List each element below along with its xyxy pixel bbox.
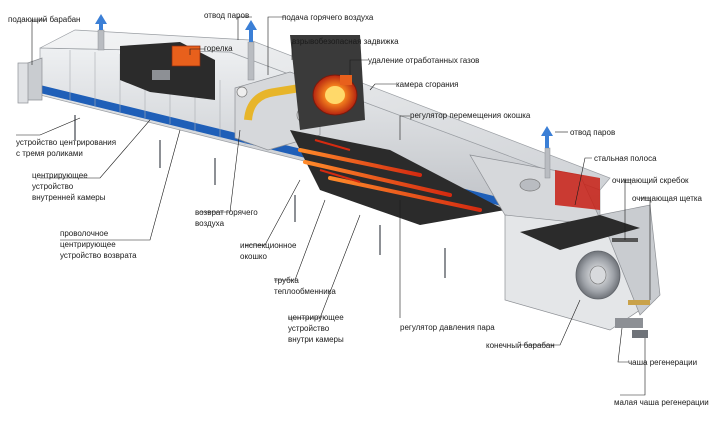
label-brush: очищающая щетка [632,194,702,203]
window-regulator-housing [469,126,606,231]
steam-arrow-right-icon [541,126,553,148]
label-explosion-damper: взрывобезопасная задвижка [292,37,399,46]
label-exhaust-removal: удаление отработанных газов [368,56,480,65]
label-end-drum: конечный барабан [486,341,555,350]
label-feed-drum: подающий барабан [8,15,81,24]
regen-bowl [615,318,643,328]
label-regen-bowl: чаша регенерации [628,358,698,367]
label-hot-air-supply: подача горячего воздуха [282,13,374,22]
steel-belt-end [520,215,640,250]
label-steam-pressure-regulator: регулятор давления пара [400,323,495,332]
brush-bar [628,300,650,305]
label-heat-exchanger-tube: трубка теплообменника [274,276,336,296]
support-legs [74,115,446,278]
leader-lines [16,16,651,396]
small-regen-bowl [632,330,648,338]
label-window-motion-regulator: регулятор перемещения окошка [410,111,531,120]
label-hot-air-return: возврат горячего воздуха [195,208,258,228]
label-inside-chamber-centering: центрирующее устройство внутри камеры [288,313,344,344]
burner-box [171,45,201,67]
label-combustion-chamber: камера сгорания [396,80,459,89]
label-steam-outlet-right: отвод паров [570,128,616,137]
label-inspection-window: инспекционное окошко [240,241,297,261]
label-steel-belt: стальная полоса [594,154,657,163]
label-steam-outlet-top: отвод паров [204,11,250,20]
steam-pipe-top [95,14,257,81]
heating-zone [290,130,505,225]
steam-arrow-left-icon [95,14,107,30]
burner-section [120,42,215,100]
end-drum-housing [504,204,661,338]
label-burner: горелка [204,44,233,53]
label-scraper: очищающий скребок [612,176,689,185]
label-centering-three-rollers: устройство центрирования с тремя роликам… [16,138,117,158]
steam-arrow-mid-icon [245,20,257,42]
combustion-chamber [290,35,365,130]
label-small-regen-bowl: малая чаша регенерации [614,398,709,407]
feed-drum-housing [17,57,43,104]
label-wire-return-centering: проволочное центрирующее устройство возв… [60,229,137,260]
label-inner-chamber-centering: центрирующее устройство внутренней камер… [32,171,106,202]
